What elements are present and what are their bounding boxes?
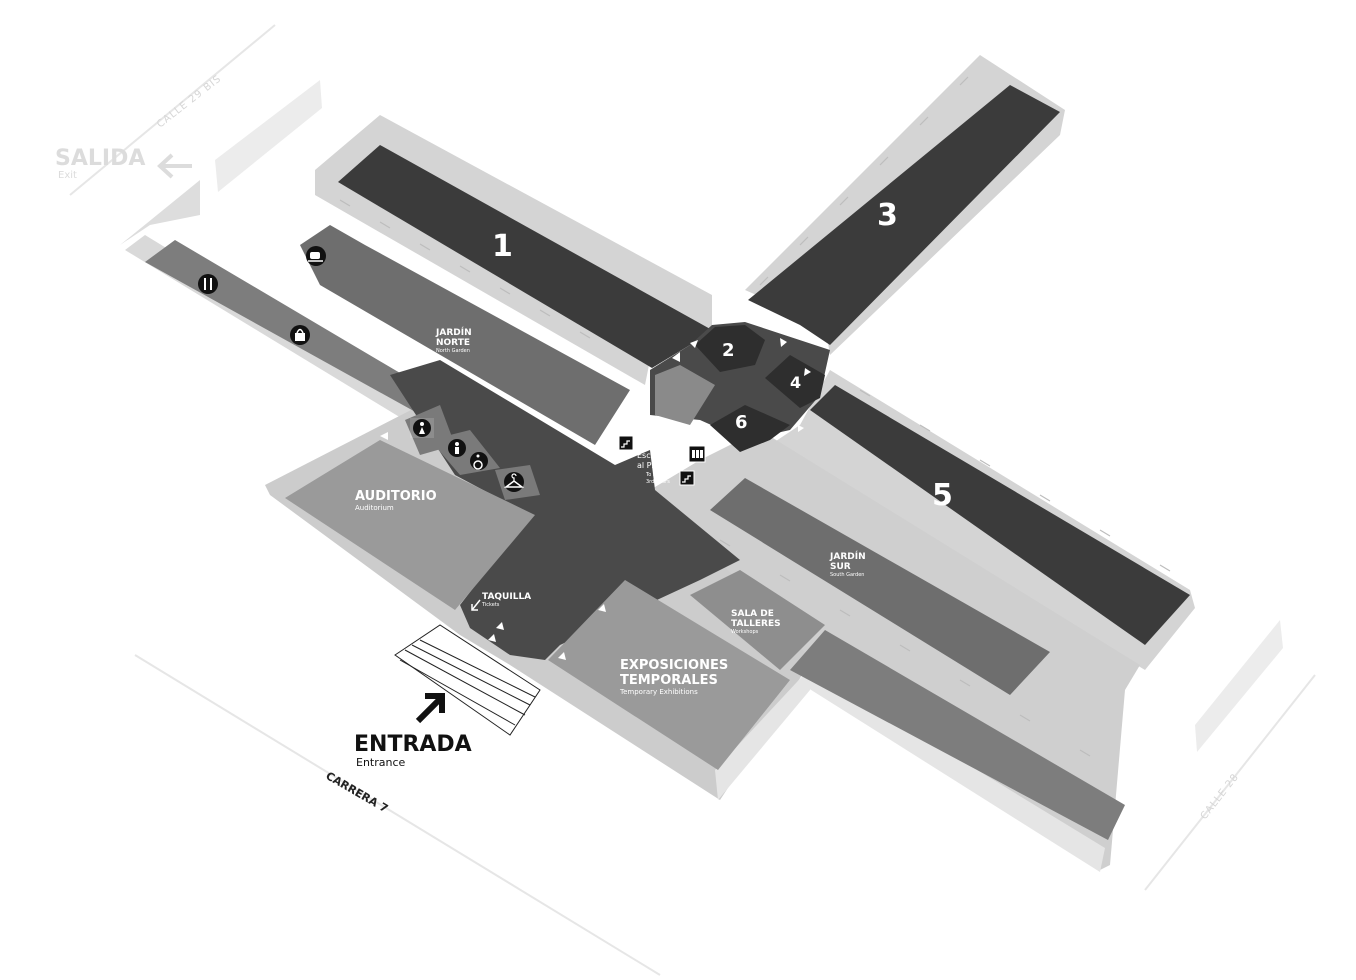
jardin-sur-line1: JARDÍN [829,550,866,562]
entrance-stairs[interactable] [394,624,541,736]
auditorio-label: AUDITORIO [355,489,437,504]
exit-walls [215,80,1283,752]
sala-3-number: 3 [877,198,898,233]
sala-3-floor[interactable] [748,85,1060,345]
cafe-icon[interactable] [306,246,326,266]
taquilla-label: TAQUILLA [482,592,531,602]
talleres-floor[interactable] [690,570,825,670]
sala-4-floor[interactable] [765,355,825,408]
sala-4-number: 4 [790,373,801,392]
escaleras-sub1: To 2nd and [645,472,673,478]
street-bottom: CARRERA 7 [324,769,391,815]
talleres-line1: SALA DE [731,609,774,619]
street-right: CALLE 28 [1199,772,1242,822]
exit-sublabel: Exit [58,170,77,181]
sala-5-floor[interactable] [810,385,1190,645]
stairs-icon[interactable] [618,435,634,451]
jardin-norte-line2: NORTE [436,338,470,348]
taquilla-sub: Tickets [481,602,500,608]
entrance-sublabel: Entrance [356,756,406,769]
sala-2-number: 2 [722,340,735,361]
hub-side-room [655,365,715,425]
sala-2-floor[interactable] [695,325,765,372]
jardin-norte-floor[interactable] [300,225,630,445]
exposiciones-line1: EXPOSICIONES [620,658,728,673]
window-pattern [339,76,1171,757]
exposiciones-floor[interactable] [548,580,790,770]
jardin-norte-line1: JARDÍN [435,326,472,338]
jardin-norte-sub: North Garden [436,348,470,354]
sala-1-floor[interactable] [338,145,712,368]
lower-corridor-floor [790,630,1125,840]
exit-arrow-icon [157,153,192,179]
street-outlines [69,24,1316,976]
exposiciones-line2: TEMPORALES [620,673,718,688]
entrance-marker[interactable]: ENTRADA Entrance [354,693,472,769]
restaurant-icon[interactable] [198,274,218,294]
restroom-men-icon[interactable] [448,439,466,457]
shop-icon[interactable] [290,325,310,345]
main-lobby-floor[interactable] [390,360,740,660]
stairs-icon-2[interactable] [679,470,695,486]
accessible-icon[interactable] [470,452,488,470]
exposiciones-sub: Temporary Exhibitions [619,688,698,696]
sala-6-floor[interactable] [710,405,790,452]
jardin-sur-sub: South Garden [830,572,864,578]
sala-6-number: 6 [735,412,748,433]
escaleras-line1: Escaleras [637,451,675,460]
exit-marker[interactable]: SALIDA Exit [55,146,192,181]
entrance-arrow-icon [415,693,445,724]
street-top: CALLE 29 BIS [155,73,224,130]
restroom-women-icon[interactable] [410,418,434,438]
auditorio-sub: Auditorium [355,504,394,512]
cloakroom-icon[interactable] [503,472,525,492]
taquilla-arrow-icon [471,599,481,611]
escaleras-line2: al P2 y P3 [637,461,676,470]
exit-label: SALIDA [55,146,145,171]
elevator-icon[interactable] [688,435,706,463]
auditorio-floor[interactable] [285,440,535,610]
sala-1-number: 1 [492,229,513,264]
jardin-sur-floor[interactable] [710,478,1050,695]
sala-5-number: 5 [932,478,953,513]
jardin-sur-line2: SUR [830,562,851,572]
escaleras-sub2: 3rd floors [646,479,670,485]
talleres-line2: TALLERES [731,619,781,629]
talleres-sub: Workshops [731,629,759,635]
entrance-label: ENTRADA [354,732,472,757]
